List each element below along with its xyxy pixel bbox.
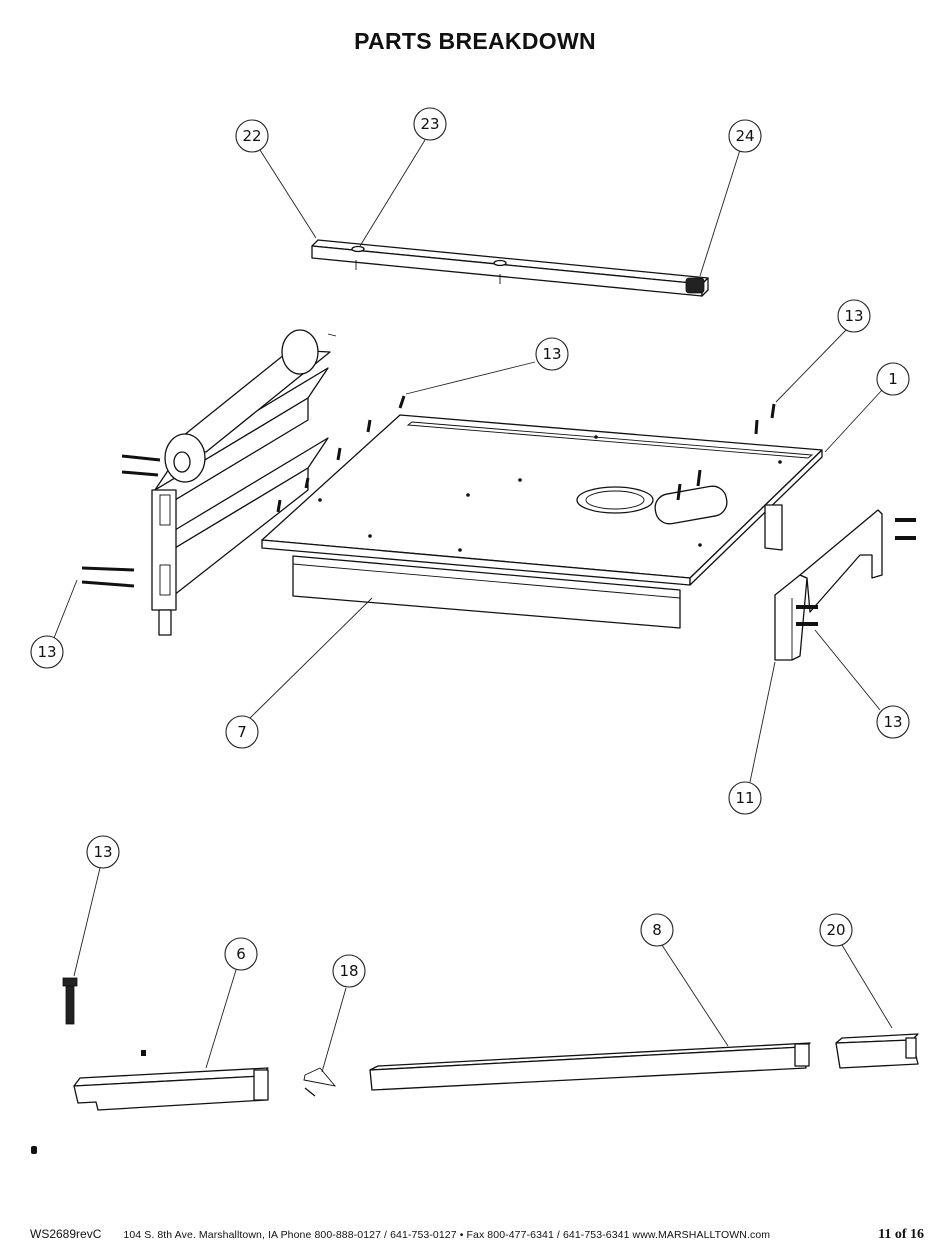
callout-23: 23 bbox=[414, 108, 446, 140]
callout-1: 1 bbox=[877, 363, 909, 395]
callout-20: 20 bbox=[820, 914, 852, 946]
company-contact: 104 S. 8th Ave. Marshalltown, IA Phone 8… bbox=[123, 1229, 878, 1241]
part-20-end-piece bbox=[836, 1034, 918, 1068]
callout-label: 8 bbox=[652, 921, 662, 939]
callout-8: 8 bbox=[641, 914, 673, 946]
document-code: WS2689revC bbox=[30, 1227, 101, 1241]
callout-13-center: 13 bbox=[536, 338, 568, 370]
callout-label: 13 bbox=[542, 345, 561, 363]
callout-13-left: 13 bbox=[31, 636, 63, 668]
bullet-mark bbox=[31, 1146, 37, 1154]
callout-label: 20 bbox=[826, 921, 845, 939]
callout-18: 18 bbox=[333, 955, 365, 987]
callout-label: 11 bbox=[735, 789, 754, 807]
callout-13-right: 13 bbox=[838, 300, 870, 332]
callout-11: 11 bbox=[729, 782, 761, 814]
callout-24: 24 bbox=[729, 120, 761, 152]
part-24-end-cap bbox=[686, 278, 704, 293]
callout-label: 22 bbox=[242, 127, 261, 145]
callout-22: 22 bbox=[236, 120, 268, 152]
callout-label: 7 bbox=[237, 723, 247, 741]
part-1-table-plate bbox=[262, 415, 822, 585]
callout-label: 18 bbox=[339, 962, 358, 980]
bolt-13 bbox=[63, 978, 77, 1024]
part-8-long-bar bbox=[370, 1043, 810, 1090]
callout-7: 7 bbox=[226, 716, 258, 748]
callout-13-bracket: 13 bbox=[877, 706, 909, 738]
page-footer: WS2689revC 104 S. 8th Ave. Marshalltown,… bbox=[30, 1227, 924, 1243]
callout-label: 13 bbox=[844, 307, 863, 325]
callout-label: 13 bbox=[37, 643, 56, 661]
callout-label: 23 bbox=[420, 115, 439, 133]
callout-label: 13 bbox=[883, 713, 902, 731]
callout-13-bolt: 13 bbox=[87, 836, 119, 868]
callout-label: 24 bbox=[735, 127, 754, 145]
part-7-side-channel bbox=[765, 505, 782, 550]
callout-label: 1 bbox=[888, 370, 898, 388]
callout-6: 6 bbox=[225, 938, 257, 970]
callout-label: 13 bbox=[93, 843, 112, 861]
part-22-rail bbox=[312, 240, 708, 296]
callout-label: 6 bbox=[236, 945, 246, 963]
part-6-tube bbox=[74, 1050, 268, 1110]
page-number: 11 of 16 bbox=[878, 1227, 924, 1243]
part-11-bracket bbox=[775, 510, 882, 660]
part-18-clip bbox=[304, 1068, 335, 1096]
